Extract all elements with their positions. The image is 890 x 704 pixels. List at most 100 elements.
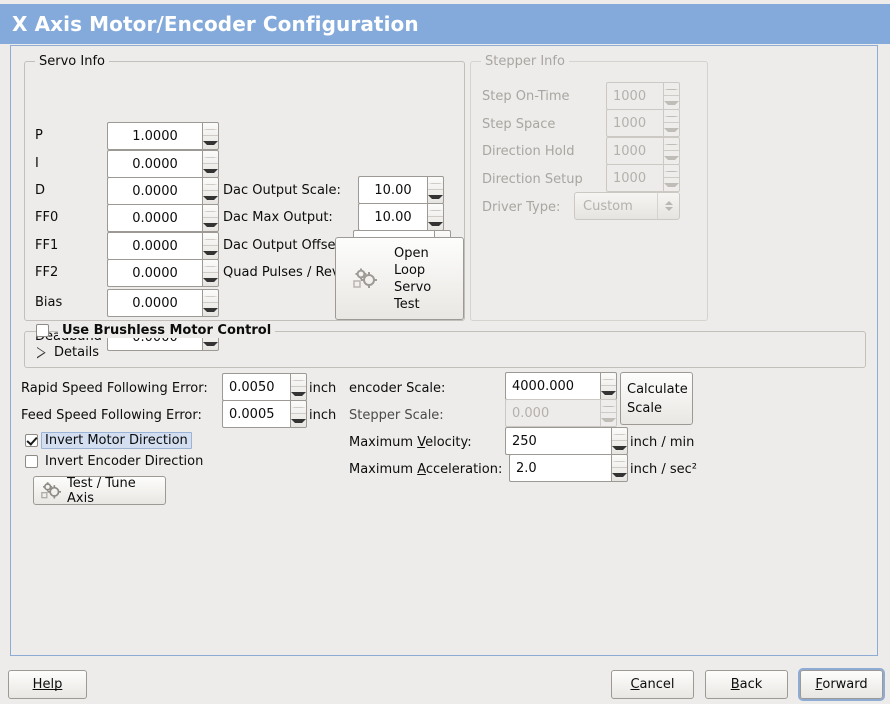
- servo-input-ff2-spinner[interactable]: [202, 259, 219, 287]
- encoder-scale-spinner[interactable]: [600, 372, 617, 400]
- dac-max-output-value[interactable]: 10.00: [358, 203, 427, 231]
- maximum-acceleration-spinner[interactable]: [611, 454, 628, 482]
- spinner-down-button[interactable]: [291, 414, 306, 427]
- calculate-scale-button[interactable]: Calculate Scale: [620, 372, 693, 425]
- servo-info-group: Servo Info: [24, 54, 465, 321]
- use-brushless-motor-control-checkbox[interactable]: Use Brushless Motor Control: [36, 323, 276, 338]
- servo-input-d-value[interactable]: 0.0000: [107, 177, 202, 205]
- feed-error-spinner[interactable]: [290, 400, 307, 428]
- spinner-down-button[interactable]: [203, 136, 218, 149]
- details-expander[interactable]: Details: [37, 345, 99, 360]
- dac-output-scale-spinner[interactable]: [427, 176, 444, 204]
- maximum-velocity-input[interactable]: 250: [505, 427, 628, 455]
- chevron-down-icon: [203, 307, 218, 312]
- help-button-label: Help: [32, 677, 63, 692]
- rapid-speed-following-error-value[interactable]: 0.0050: [222, 373, 290, 401]
- spinner-down-button[interactable]: [291, 387, 306, 400]
- open-loop-servo-test-button[interactable]: Open Loop Servo Test: [335, 237, 464, 320]
- chevron-down-icon: [612, 472, 627, 477]
- servo-input-i[interactable]: 0.0000: [107, 150, 219, 178]
- dac-output-scale-value[interactable]: 10.00: [358, 176, 427, 204]
- feed-speed-following-error-input[interactable]: 0.0005: [222, 400, 307, 428]
- spinner-up-button[interactable]: [203, 178, 218, 191]
- rapid-error-spinner[interactable]: [290, 373, 307, 401]
- servo-input-p-spinner[interactable]: [202, 122, 219, 150]
- spinner-down-button[interactable]: [203, 337, 218, 350]
- spinner-up-button[interactable]: [612, 428, 627, 441]
- stepper-scale-input: 0.000: [505, 399, 617, 427]
- maximum-velocity-label: Maximum Velocity:: [349, 435, 472, 451]
- spinner-up-button[interactable]: [291, 401, 306, 414]
- maximum-acceleration-label-text: Maximum Acceleration:: [349, 462, 503, 477]
- spinner-down-button[interactable]: [203, 246, 218, 259]
- spinner-up-button[interactable]: [203, 233, 218, 246]
- cancel-button[interactable]: Cancel: [611, 670, 694, 699]
- spinner-down-button[interactable]: [601, 386, 616, 399]
- servo-input-d[interactable]: 0.0000: [107, 177, 219, 205]
- spinner-up-button[interactable]: [428, 177, 443, 190]
- maximum-acceleration-input[interactable]: 2.0: [509, 454, 628, 482]
- help-button[interactable]: Help: [8, 670, 87, 699]
- maximum-acceleration-value[interactable]: 2.0: [509, 454, 611, 482]
- spinner-down-button[interactable]: [612, 441, 627, 454]
- encoder-scale-value[interactable]: 4000.000: [505, 372, 600, 400]
- spinner-up-button[interactable]: [203, 290, 218, 303]
- spinner-down-button[interactable]: [203, 218, 218, 231]
- servo-input-i-value[interactable]: 0.0000: [107, 150, 202, 178]
- servo-input-ff1[interactable]: 0.0000: [107, 232, 219, 260]
- checkbox-box[interactable]: [25, 455, 38, 468]
- maximum-velocity-spinner[interactable]: [611, 427, 628, 455]
- servo-input-d-spinner[interactable]: [202, 177, 219, 205]
- dac-output-scale-input[interactable]: 10.00: [358, 176, 444, 204]
- back-button[interactable]: Back: [705, 670, 788, 699]
- spinner-up-button[interactable]: [203, 123, 218, 136]
- invert-motor-direction-checkbox[interactable]: Invert Motor Direction: [25, 432, 192, 449]
- servo-input-p[interactable]: 1.0000: [107, 122, 219, 150]
- spinner-up-button[interactable]: [612, 455, 627, 468]
- invert-encoder-direction-label: Invert Encoder Direction: [45, 454, 204, 469]
- spinner-down-button[interactable]: [203, 273, 218, 286]
- servo-input-ff0-spinner[interactable]: [202, 204, 219, 232]
- spinner-down-button[interactable]: [428, 190, 443, 203]
- direction-hold-label: Direction Hold: [482, 144, 575, 159]
- encoder-scale-input[interactable]: 4000.000: [505, 372, 617, 400]
- servo-input-bias-value[interactable]: 0.0000: [107, 289, 202, 317]
- servo-input-ff2-value[interactable]: 0.0000: [107, 259, 202, 287]
- servo-input-ff1-spinner[interactable]: [202, 232, 219, 260]
- servo-input-bias-spinner[interactable]: [202, 289, 219, 317]
- servo-label-i: I: [35, 156, 39, 171]
- step-on-time-spinner: [663, 82, 680, 110]
- servo-input-ff0[interactable]: 0.0000: [107, 204, 219, 232]
- spinner-up-button[interactable]: [203, 260, 218, 273]
- maximum-velocity-value[interactable]: 250: [505, 427, 611, 455]
- servo-input-p-value[interactable]: 1.0000: [107, 122, 202, 150]
- rapid-speed-following-error-input[interactable]: 0.0050: [222, 373, 307, 401]
- feed-speed-following-error-value[interactable]: 0.0005: [222, 400, 290, 428]
- servo-input-i-spinner[interactable]: [202, 150, 219, 178]
- chevron-up-icon: [203, 238, 218, 240]
- invert-encoder-direction-checkbox[interactable]: Invert Encoder Direction: [25, 454, 203, 469]
- servo-input-ff1-value[interactable]: 0.0000: [107, 232, 202, 260]
- spinner-up-button[interactable]: [601, 373, 616, 386]
- spinner-down-button[interactable]: [203, 164, 218, 177]
- dac-max-output-label: Dac Max Output:: [223, 210, 333, 225]
- checkbox-box[interactable]: [36, 324, 49, 337]
- servo-input-ff0-value[interactable]: 0.0000: [107, 204, 202, 232]
- spinner-down-button[interactable]: [428, 217, 443, 230]
- spinner-down-button[interactable]: [203, 191, 218, 204]
- chevron-down-icon: [203, 222, 218, 227]
- spinner-up-button[interactable]: [203, 205, 218, 218]
- spinner-up-button[interactable]: [428, 204, 443, 217]
- servo-input-bias[interactable]: 0.0000: [107, 289, 219, 317]
- test-tune-axis-button[interactable]: Test / Tune Axis: [33, 476, 166, 506]
- open-loop-servo-test-label: Open Loop Servo Test: [394, 245, 463, 313]
- spinner-up-button[interactable]: [203, 151, 218, 164]
- spinner-down-button[interactable]: [203, 303, 218, 316]
- dac-max-output-input[interactable]: 10.00: [358, 203, 444, 231]
- forward-button[interactable]: Forward: [800, 670, 883, 699]
- dac-max-output-spinner[interactable]: [427, 203, 444, 231]
- servo-input-ff2[interactable]: 0.0000: [107, 259, 219, 287]
- spinner-up-button[interactable]: [291, 374, 306, 387]
- spinner-down-button[interactable]: [612, 468, 627, 481]
- checkbox-box[interactable]: [25, 434, 38, 447]
